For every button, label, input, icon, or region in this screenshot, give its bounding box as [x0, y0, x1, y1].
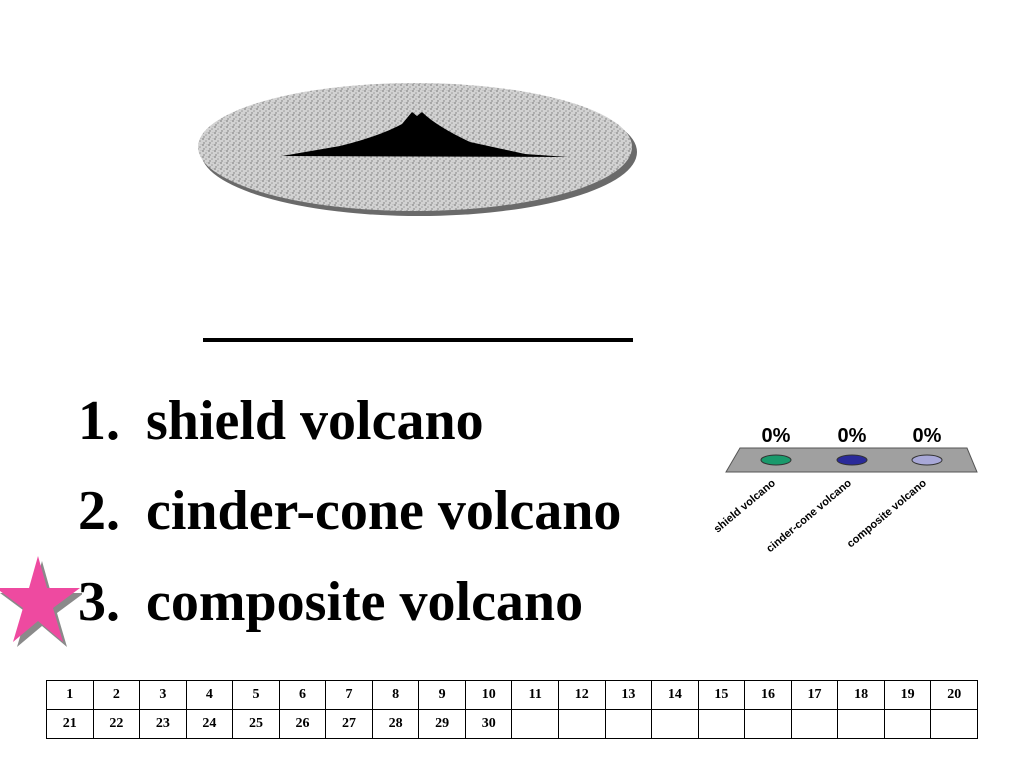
value-label-1: 0% [762, 425, 791, 447]
option-number: 3. [78, 571, 120, 633]
category-label-1: shield volcano [712, 477, 778, 535]
participant-cell: 13 [604, 680, 653, 710]
star-shape [0, 556, 80, 642]
participant-cell [558, 709, 606, 739]
participant-cell: 28 [371, 709, 420, 739]
option-label: shield volcano [146, 390, 484, 452]
option-1[interactable]: 1. shield volcano [78, 386, 484, 456]
category-label-2: cinder-cone volcano [764, 477, 854, 555]
participant-cell: 24 [185, 709, 234, 739]
volcano-illustration [198, 83, 637, 216]
participant-cell: 3 [139, 680, 187, 710]
participant-cell: 1 [46, 680, 94, 710]
participant-cell: 5 [232, 680, 280, 710]
participant-cell: 8 [371, 680, 420, 710]
participant-cell: 11 [511, 680, 560, 710]
bar-1-top [760, 454, 792, 466]
participant-cell: 30 [464, 709, 513, 739]
participant-cell [651, 709, 699, 739]
option-number: 1. [78, 390, 120, 452]
participant-cell: 4 [185, 680, 234, 710]
option-3[interactable]: 3. composite volcano [78, 567, 583, 637]
participant-cell: 6 [278, 680, 327, 710]
participant-cell: 7 [325, 680, 373, 710]
participant-cell: 2 [92, 680, 141, 710]
participant-cell: 15 [697, 680, 746, 710]
participant-cell: 16 [744, 680, 792, 710]
participant-cell: 27 [325, 709, 373, 739]
value-label-3: 0% [913, 425, 942, 447]
participant-cell: 9 [418, 680, 466, 710]
participant-cell: 19 [883, 680, 932, 710]
option-label: cinder-cone volcano [146, 480, 622, 542]
participant-cell: 22 [92, 709, 141, 739]
value-label-2: 0% [838, 425, 867, 447]
participant-cell [511, 709, 560, 739]
participant-cell [883, 709, 932, 739]
participant-cell: 10 [464, 680, 513, 710]
participant-cell: 14 [651, 680, 699, 710]
participant-cell: 29 [418, 709, 466, 739]
response-chart: 0% shield volcano 0% cinder-cone volcano 0% c… [712, 425, 978, 555]
participant-cell: 26 [278, 709, 327, 739]
participant-cell [604, 709, 653, 739]
option-label: composite volcano [146, 571, 584, 633]
participant-cell [744, 709, 792, 739]
participant-cell: 12 [558, 680, 606, 710]
option-2[interactable]: 2. cinder-cone volcano [78, 476, 621, 546]
participant-cell [697, 709, 746, 739]
bar-3-top [911, 454, 943, 466]
volcano-silhouette [282, 112, 568, 157]
participant-cell [930, 709, 978, 739]
participant-cell [837, 709, 885, 739]
answer-blank-line [203, 338, 633, 342]
option-number: 2. [78, 480, 120, 542]
participant-cell: 20 [930, 680, 978, 710]
participant-cell: 17 [790, 680, 839, 710]
participant-cell [790, 709, 839, 739]
category-label-3: composite volcano [845, 477, 929, 550]
participant-cell: 18 [837, 680, 885, 710]
pink-star-icon [0, 556, 82, 647]
bar-2-top [836, 454, 868, 466]
participant-cell: 25 [232, 709, 280, 739]
participant-cell: 21 [46, 709, 94, 739]
participant-cell: 23 [139, 709, 187, 739]
